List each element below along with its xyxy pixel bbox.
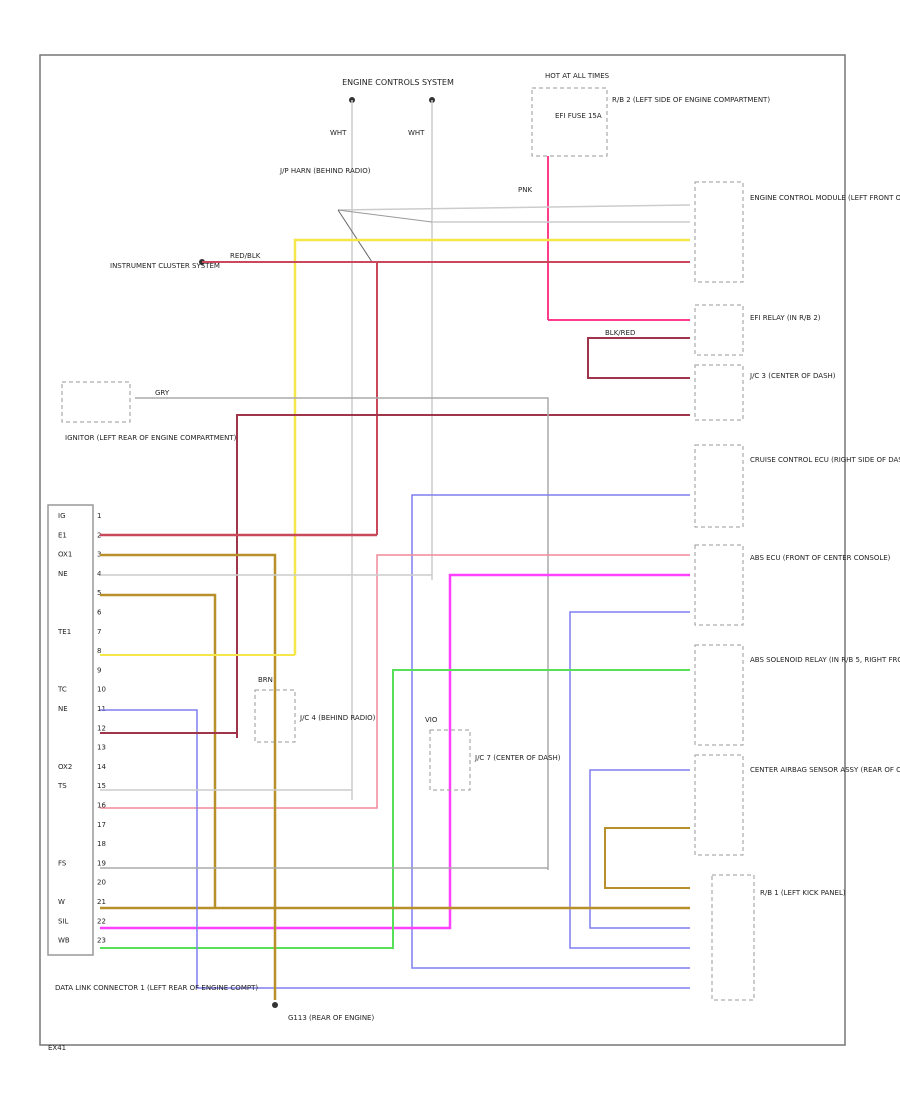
cruise-box <box>694 444 744 528</box>
jc7-box <box>429 729 471 791</box>
ecm-box <box>694 181 744 283</box>
airbag-box <box>694 754 744 856</box>
wht-red-wire <box>100 554 690 809</box>
connector-pin-number: 17 <box>97 821 106 829</box>
jc7-label: J/C 7 (CENTER OF DASH) <box>474 754 561 762</box>
connector-pin-number: 12 <box>97 724 106 732</box>
connector-pin-number: 3 <box>97 551 101 559</box>
rb1-box <box>711 874 755 1001</box>
connector-pin-name: TC <box>57 686 67 694</box>
rb2-label: R/B 2 (LEFT SIDE OF ENGINE COMPARTMENT) <box>612 96 770 104</box>
connector-pin-number: 9 <box>97 666 101 674</box>
instrument-cluster-label: INSTRUMENT CLUSTER SYSTEM <box>110 262 220 270</box>
connector-pin-number: 4 <box>97 570 102 578</box>
wire-label: PNK <box>518 186 532 194</box>
connector-pin-number: 14 <box>97 763 106 771</box>
efi-relay-box <box>694 304 744 356</box>
jc3-box <box>694 364 744 421</box>
connector-pin-number: 7 <box>97 628 101 636</box>
abs-ecu-label: ABS ECU (FRONT OF CENTER CONSOLE) <box>750 554 891 562</box>
jp-link-2 <box>337 209 373 263</box>
ecm-label: ENGINE CONTROL MODULE (LEFT FRONT OF CEN… <box>750 194 900 202</box>
vio-wire <box>100 573 690 930</box>
wire-label: WHT <box>330 129 347 137</box>
connector-pin-name: OX2 <box>58 763 72 771</box>
wire-label: GRY <box>155 389 170 397</box>
blk-red-loop <box>587 337 690 379</box>
connector-pin-number: 20 <box>97 879 106 887</box>
pin-number-group: 1234567891011121314151617181920212223IGE… <box>57 512 106 945</box>
abs-relay-label: ABS SOLENOID RELAY (IN R/B 5, RIGHT FRON… <box>750 656 900 664</box>
connector-pin-name: FS <box>58 859 67 867</box>
ground-dot <box>272 1002 278 1008</box>
connector-pin-number: 6 <box>97 609 102 617</box>
connector-pin-name: E1 <box>58 531 67 539</box>
rb1-label: R/B 1 (LEFT KICK PANEL) <box>760 889 846 897</box>
connector-pin-name: SIL <box>58 917 69 925</box>
data-link-connector <box>47 504 94 956</box>
connector-pin-number: 1 <box>97 512 101 520</box>
jc4-box <box>254 689 296 743</box>
gry-wire <box>135 397 549 870</box>
jc4-label: J/C 4 (BEHIND RADIO) <box>299 714 376 722</box>
wire-label: WHT <box>408 129 425 137</box>
ground-label: G113 (REAR OF ENGINE) <box>288 1014 374 1022</box>
brn-wire-1 <box>100 553 277 1000</box>
connector-pin-number: 22 <box>97 917 106 925</box>
connector-pin-number: 2 <box>97 531 101 539</box>
jp-harn-label: J/P HARN (BEHIND RADIO) <box>279 167 371 175</box>
connector-pin-name: IG <box>58 512 66 520</box>
wire-label: RED/BLK <box>230 252 261 260</box>
wire-label: BLK/RED <box>605 329 635 337</box>
connector-pin-number: 21 <box>97 898 106 906</box>
connector-pin-number: 10 <box>97 686 106 694</box>
wht-blu-wire-3 <box>589 769 690 929</box>
connector-pin-number: 8 <box>97 647 101 655</box>
brn-loop <box>604 827 690 889</box>
airbag-label: CENTER AIRBAG SENSOR ASSY (REAR OF CENTE… <box>750 766 900 774</box>
connector-pin-number: 11 <box>97 705 106 713</box>
connector-pin-number: 13 <box>97 744 106 752</box>
connector-pin-name: OX1 <box>58 551 72 559</box>
abs-relay-box <box>694 644 744 746</box>
connector-pin-name: NE <box>58 570 68 578</box>
connector-pin-number: 15 <box>97 782 106 790</box>
grn-wire <box>100 669 690 949</box>
wht-blu-wire-1 <box>411 494 690 969</box>
blk-red-long <box>236 414 690 738</box>
connector-pin-number: 16 <box>97 802 106 810</box>
connector-pin-name: TE1 <box>57 628 71 636</box>
footer-code: EX41 <box>48 1044 66 1052</box>
jp-link <box>337 209 433 223</box>
wire-label: VIO <box>425 716 438 724</box>
efi-fuse-label: EFI FUSE 15A <box>555 112 602 120</box>
connector-title: DATA LINK CONNECTOR 1 (LEFT REAR OF ENGI… <box>55 984 258 992</box>
connector-pin-number: 18 <box>97 840 106 848</box>
wire-label: BRN <box>258 676 273 684</box>
connector-pin-name: W <box>58 898 65 906</box>
connector-pin-name: WB <box>58 937 70 945</box>
ignitor-label: IGNITOR (LEFT REAR OF ENGINE COMPARTMENT… <box>65 434 237 442</box>
ignitor-box <box>61 381 131 423</box>
abs-ecu-box <box>694 544 744 626</box>
engine-controls-label: ENGINE CONTROLS SYSTEM <box>342 78 454 87</box>
cruise-label: CRUISE CONTROL ECU (RIGHT SIDE OF DASH) <box>750 456 900 464</box>
efi-relay-label: EFI RELAY (IN R/B 2) <box>750 314 821 322</box>
hot-at-all-times-label: HOT AT ALL TIMES <box>545 72 610 80</box>
brn-wire-2 <box>100 593 217 908</box>
connector-pin-number: 19 <box>97 859 106 867</box>
efi-fuse-box <box>531 87 608 157</box>
wht-blu-wire-2 <box>569 611 690 949</box>
connector-pin-number: 23 <box>97 937 106 945</box>
diagram-frame <box>39 54 846 1046</box>
connector-pin-number: 5 <box>97 589 101 597</box>
connector-pin-name: TS <box>57 782 67 790</box>
yel-wire <box>293 238 690 655</box>
wht-blu-to-connector <box>100 709 198 988</box>
jc3-label: J/C 3 (CENTER OF DASH) <box>749 372 836 380</box>
wht-wire-ecm-1 <box>337 204 691 211</box>
connector-pin-name: NE <box>58 705 68 713</box>
